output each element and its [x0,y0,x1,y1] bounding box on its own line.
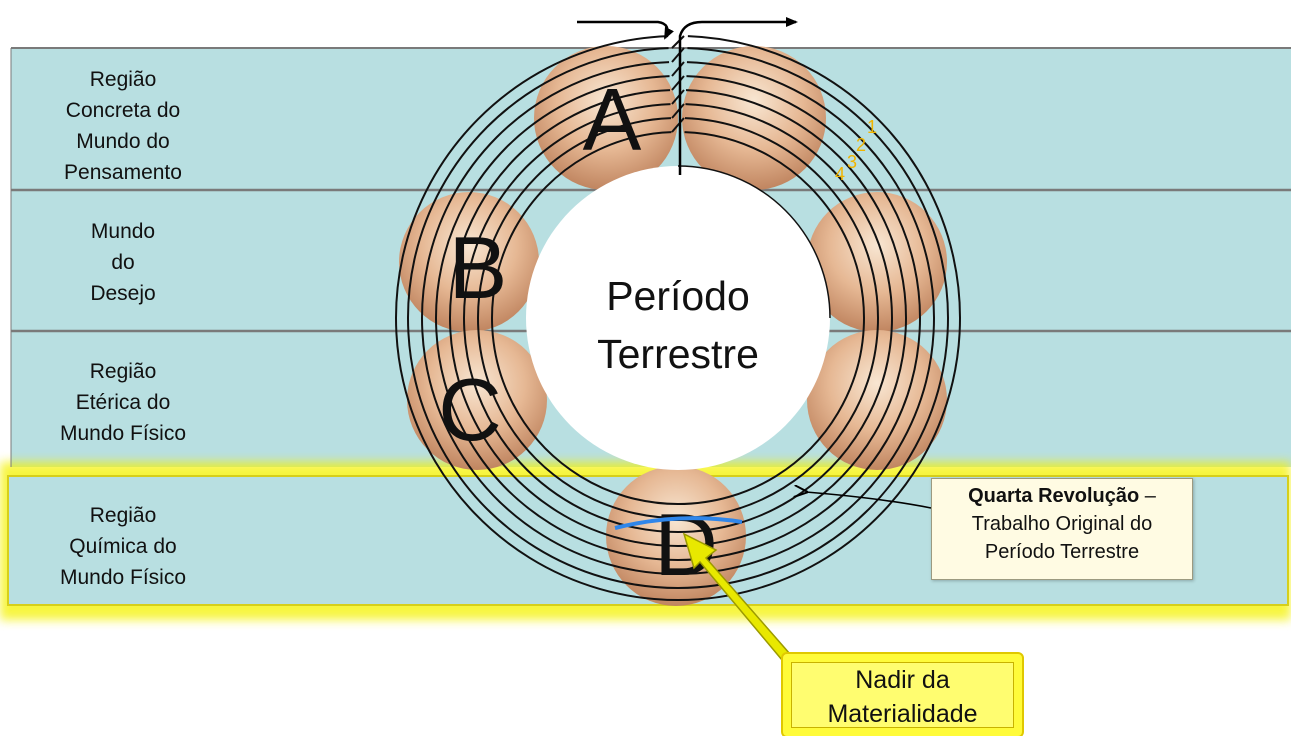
callout-title: Quarta Revolução [968,485,1140,507]
ring-connector [671,89,685,105]
ring-number-3: 3 [847,152,857,172]
outgoing-arrow [678,17,798,175]
globe-letter-c: C [438,360,502,459]
ring-number-1: 1 [867,117,877,137]
ring-connector [671,35,685,49]
center-disk [526,166,830,470]
callout-line2: Trabalho Original do [971,513,1153,535]
incoming-arrow [577,20,674,40]
globe-b [399,192,539,332]
globe-letter-a: A [583,70,642,169]
nadir-pointer-arrow [682,532,792,662]
globe-c [407,330,547,470]
globes [399,46,947,606]
ring-7 [407,47,949,589]
nadir-label-inner [791,662,1014,728]
center-label-line2: Terrestre [597,331,759,377]
region-label-chemical-region: Região Química do Mundo Físico [59,504,187,589]
ring-number-4: 4 [835,164,845,184]
callout-title-line: Quarta Revolução – [932,482,1192,510]
ring-8 [395,35,961,601]
globe-e [807,192,947,332]
globe-letter-b: B [449,218,508,317]
ring-5 [435,75,921,561]
ring-connector [671,117,685,133]
globe-a [534,46,678,190]
globe-letter-d: D [654,495,718,594]
ring-number-2: 2 [856,135,866,155]
ring-1 [491,131,865,505]
region-label-concrete-mind: Região Concreta do Mundo do Pensamento [64,68,182,184]
callout-pointer-arrow [806,492,932,509]
ring-6 [421,61,935,575]
ring-3 [463,103,893,533]
callout-dash: – [1139,485,1156,507]
center-label-line1: Período [606,273,750,319]
nadir-line [614,516,743,530]
nadir-label-text: Nadir da Materialidade [827,666,978,728]
callout-line3: Período Terrestre [984,541,1140,563]
center-disk-edge [677,165,831,319]
ring-4 [449,89,907,547]
region-label-etheric-region: Região Etérica do Mundo Físico [59,360,187,445]
globe-f [807,330,947,470]
ring-connector [671,61,685,77]
ring-connector [671,103,685,119]
nadir-label-box: Nadir da Materialidade [781,652,1024,736]
ring-connector [671,47,685,63]
region-label-desire-world: Mundo do Desejo [90,220,156,305]
ring-connector [671,75,685,91]
quarta-revolucao-callout: Quarta Revolução – Trabalho Original do … [931,478,1193,580]
